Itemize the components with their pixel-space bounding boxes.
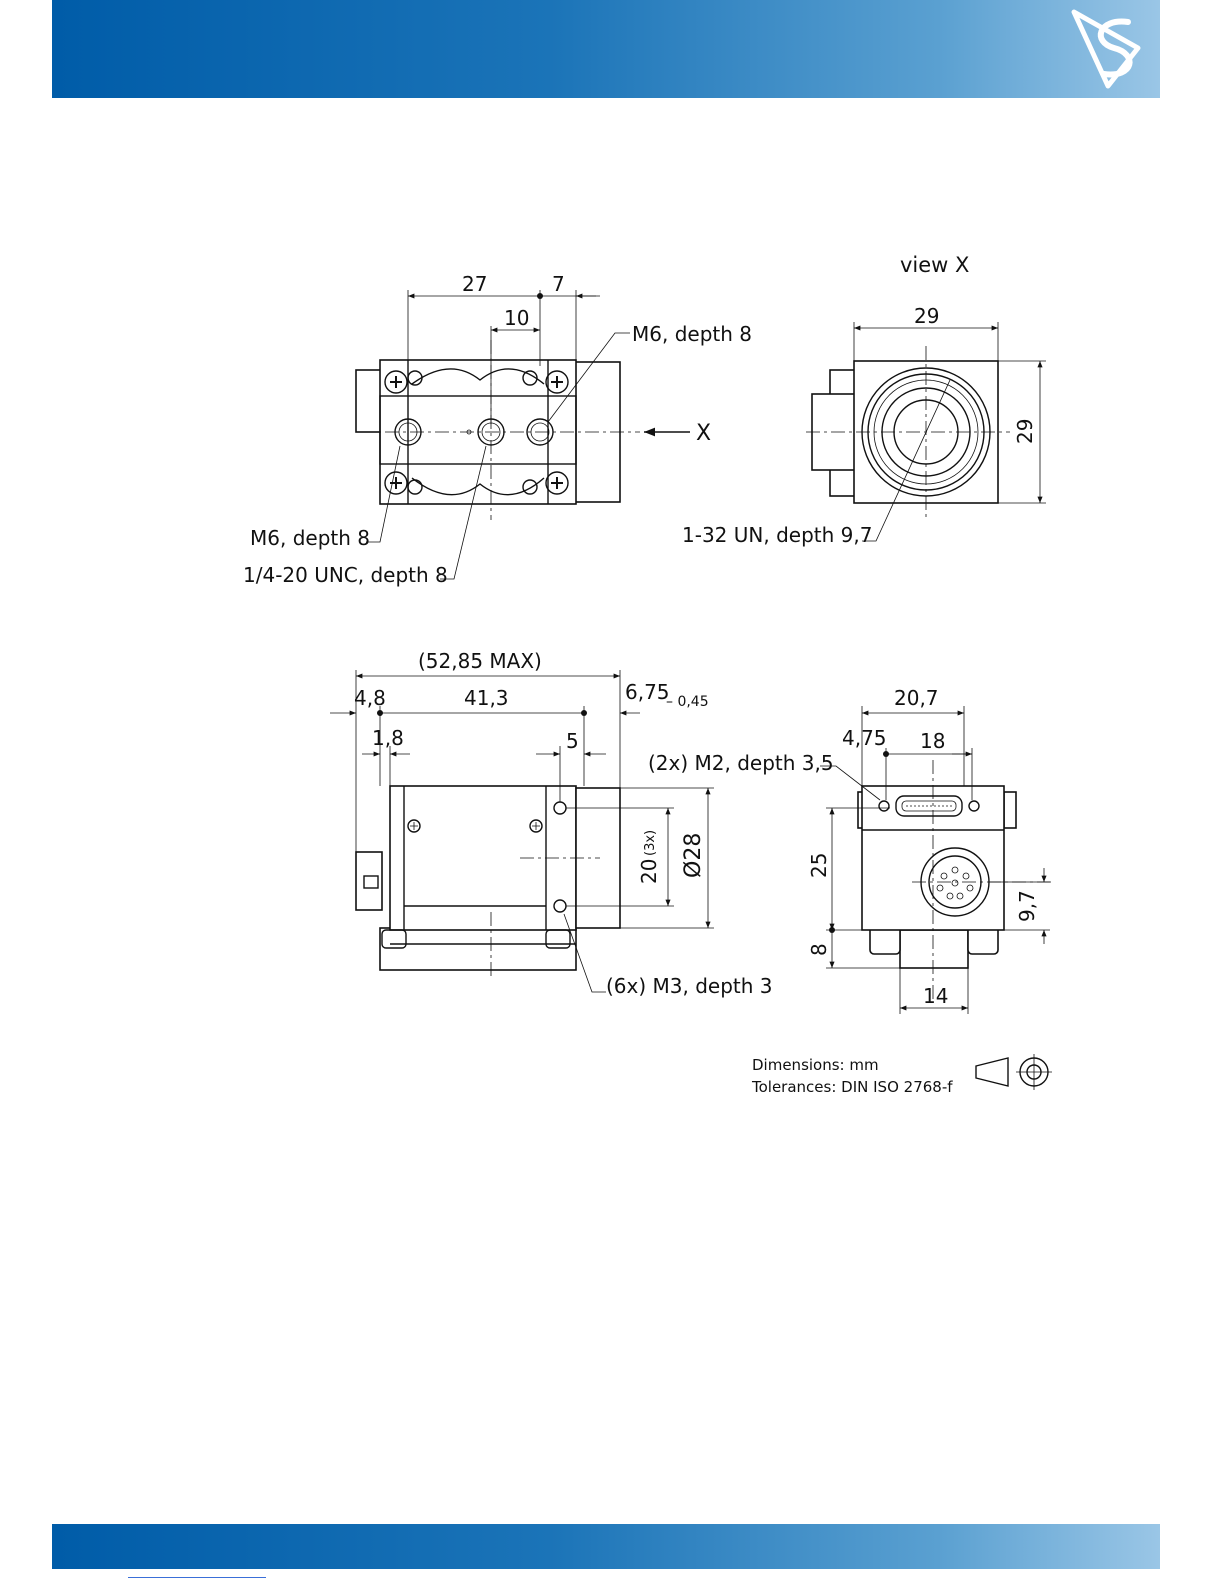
dim-29-h: 29 <box>914 304 939 328</box>
dim-41-3: 41,3 <box>464 686 509 710</box>
dim-25: 25 <box>807 853 831 878</box>
dim-8: 8 <box>807 943 831 956</box>
back-view: 20,7 4,75 18 (2x) M2, depth 3,5 25 8 9,7… <box>648 686 1052 1014</box>
callout-m3: (6x) M3, depth 3 <box>606 974 773 998</box>
dim-6-75: 6,75 <box>625 680 670 704</box>
projection-symbol-icon <box>976 1054 1052 1090</box>
dim-27: 27 <box>462 272 487 296</box>
dim-29-v: 29 <box>1013 419 1037 444</box>
dim-10: 10 <box>504 306 529 330</box>
dim-9-7: 9,7 <box>1015 890 1039 922</box>
callout-1-32-un: 1-32 UN, depth 9,7 <box>682 523 872 547</box>
dim-3x: (3x) <box>643 830 658 856</box>
side-view: (52,85 MAX) 4,8 41,3 6,75 – 0,45 1,8 5 2… <box>330 649 773 998</box>
callout-m6-left: M6, depth 8 <box>250 526 370 550</box>
dim-52-85: (52,85 MAX) <box>418 649 542 673</box>
view-arrow-label: X <box>696 421 711 446</box>
dim-20-7: 20,7 <box>894 686 939 710</box>
dim-4-75: 4,75 <box>842 726 887 750</box>
dim-1-8: 1,8 <box>372 726 404 750</box>
dim-diameter-28: Ø28 <box>681 833 706 878</box>
view-x-caption: view X <box>900 253 969 277</box>
dim-14: 14 <box>923 984 948 1008</box>
callout-m6-top: M6, depth 8 <box>632 322 752 346</box>
top-view: X 27 7 10 M6, depth 8 M6, depth 8 1/4-20… <box>243 272 752 587</box>
back-base <box>900 930 968 968</box>
callout-m2: (2x) M2, depth 3,5 <box>648 751 834 775</box>
dim-20: 20 <box>637 859 661 884</box>
dim-5: 5 <box>566 729 579 753</box>
dim-7: 7 <box>552 272 565 296</box>
note-dimensions: Dimensions: mm <box>752 1056 879 1074</box>
dim-18: 18 <box>920 729 945 753</box>
note-tolerances: Tolerances: DIN ISO 2768-f <box>751 1078 953 1096</box>
dim-4-8: 4,8 <box>354 686 386 710</box>
view-x: view X 29 29 1-32 UN, depth 9,7 <box>682 253 1046 547</box>
notes: Dimensions: mm Tolerances: DIN ISO 2768-… <box>751 1054 1052 1096</box>
callout-unc: 1/4-20 UNC, depth 8 <box>243 563 448 587</box>
dim-tolerance: – 0,45 <box>666 694 709 710</box>
